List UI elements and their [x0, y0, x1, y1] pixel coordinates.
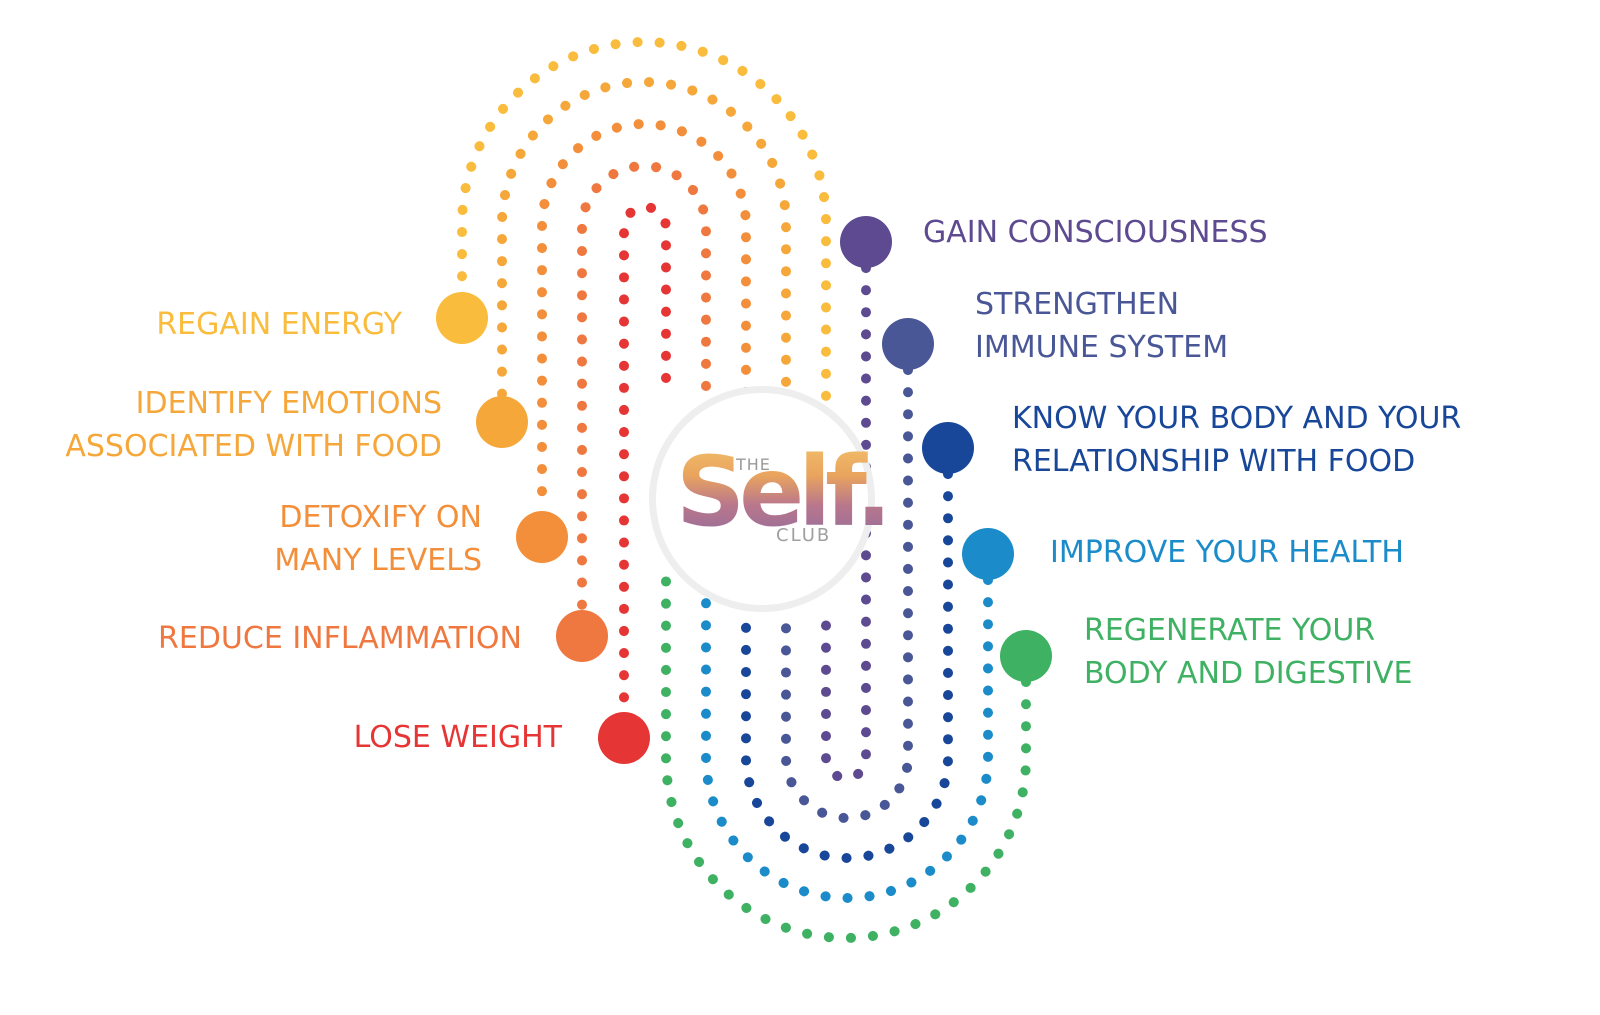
- node-regain-energy: [436, 292, 488, 344]
- node-improve-health: [962, 528, 1014, 580]
- path-end-nodes: [436, 216, 1052, 764]
- label-reduce-inflammation: REDUCE INFLAMMATION: [158, 621, 522, 656]
- logo-the-text: THE: [736, 455, 771, 474]
- dotted-path-regenerate: [661, 561, 1031, 943]
- dotted-path-detoxify: [537, 119, 751, 516]
- node-regenerate: [1000, 630, 1052, 682]
- node-reduce-inflammation: [556, 610, 608, 662]
- label-lose-weight: LOSE WEIGHT: [353, 720, 562, 755]
- logo-self-text: Self.: [676, 436, 892, 548]
- label-know-your-body: KNOW YOUR BODY AND YOUR RELATIONSHIP WIT…: [1012, 401, 1462, 479]
- dotted-path-reduce-inflammation: [577, 161, 711, 615]
- label-identify-emotions: IDENTIFY EMOTIONS ASSOCIATED WITH FOOD: [65, 386, 442, 464]
- logo-club-text: CLUB: [776, 525, 832, 546]
- self-club-logo: Self. THE CLUB: [656, 393, 892, 605]
- node-lose-weight: [598, 712, 650, 764]
- label-improve-health: IMPROVE YOUR HEALTH: [1050, 535, 1404, 570]
- node-identify-emotions: [476, 396, 528, 448]
- dotted-paths: [457, 37, 1031, 943]
- node-strengthen-immune: [882, 318, 934, 370]
- dotted-path-improve-health: [701, 575, 993, 903]
- label-gain-consciousness: GAIN CONSCIOUSNESS: [923, 215, 1268, 250]
- node-know-your-body: [922, 422, 974, 474]
- label-regenerate: REGENERATE YOUR BODY AND DIGESTIVE: [1084, 613, 1413, 691]
- dotted-path-identify-emotions: [497, 77, 791, 409]
- dotted-path-strengthen-immune: [781, 365, 913, 823]
- node-detoxify: [516, 511, 568, 563]
- dotted-path-lose-weight: [619, 202, 671, 717]
- dotted-path-regain-energy: [457, 37, 831, 423]
- label-regain-energy: REGAIN ENERGY: [156, 307, 402, 342]
- label-strengthen-immune: STRENGTHEN IMMUNE SYSTEM: [975, 287, 1229, 365]
- label-detoxify: DETOXIFY ON MANY LEVELS: [274, 500, 482, 578]
- dotted-path-know-your-body: [741, 469, 953, 863]
- node-gain-consciousness: [840, 216, 892, 268]
